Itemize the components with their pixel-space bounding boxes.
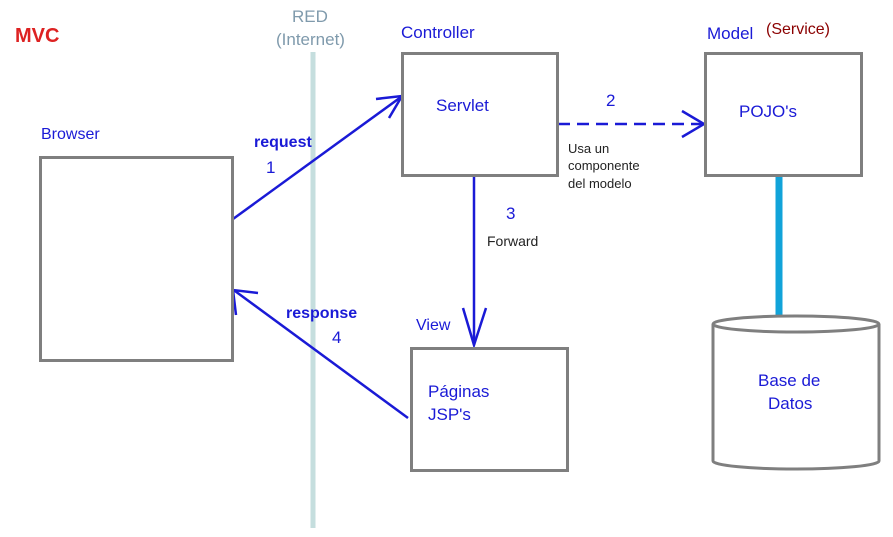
- page-title: MVC: [15, 25, 60, 47]
- controller-label: Controller: [401, 23, 475, 42]
- pojo-label: POJO's: [739, 102, 798, 121]
- database-cylinder: [711, 314, 881, 471]
- request-step: 1: [266, 158, 276, 177]
- jsp-label: JSP's: [428, 405, 471, 424]
- controller-box: [401, 52, 559, 177]
- request-arrow: [232, 95, 402, 221]
- network-label: RED: [292, 7, 328, 26]
- jsp-pages-label: Páginas: [428, 382, 490, 401]
- response-label: response: [286, 305, 358, 322]
- network-sublabel: (Internet): [276, 30, 345, 49]
- request-label: request: [254, 134, 312, 151]
- response-arrow: [234, 289, 409, 420]
- call-model-note-2: componente: [568, 158, 640, 173]
- call-model-note-1: Usa un: [568, 141, 610, 156]
- browser-box: [39, 156, 234, 362]
- call-model-step: 2: [606, 91, 616, 110]
- database-label-line2: Datos: [768, 394, 813, 413]
- model-box: [704, 52, 863, 177]
- forward-step: 3: [506, 204, 516, 223]
- browser-label: Browser: [41, 126, 100, 143]
- database-label-line1: Base de: [758, 371, 821, 390]
- servlet-label: Servlet: [436, 96, 489, 115]
- call-model-note-3: del modelo: [568, 176, 632, 191]
- forward-label: Forward: [487, 233, 539, 249]
- view-label: View: [416, 317, 451, 334]
- forward-arrowhead: [461, 307, 488, 350]
- response-step: 4: [332, 328, 342, 347]
- view-box: [410, 347, 569, 472]
- model-label: Model: [707, 24, 754, 43]
- model-qualifier: (Service): [766, 21, 831, 38]
